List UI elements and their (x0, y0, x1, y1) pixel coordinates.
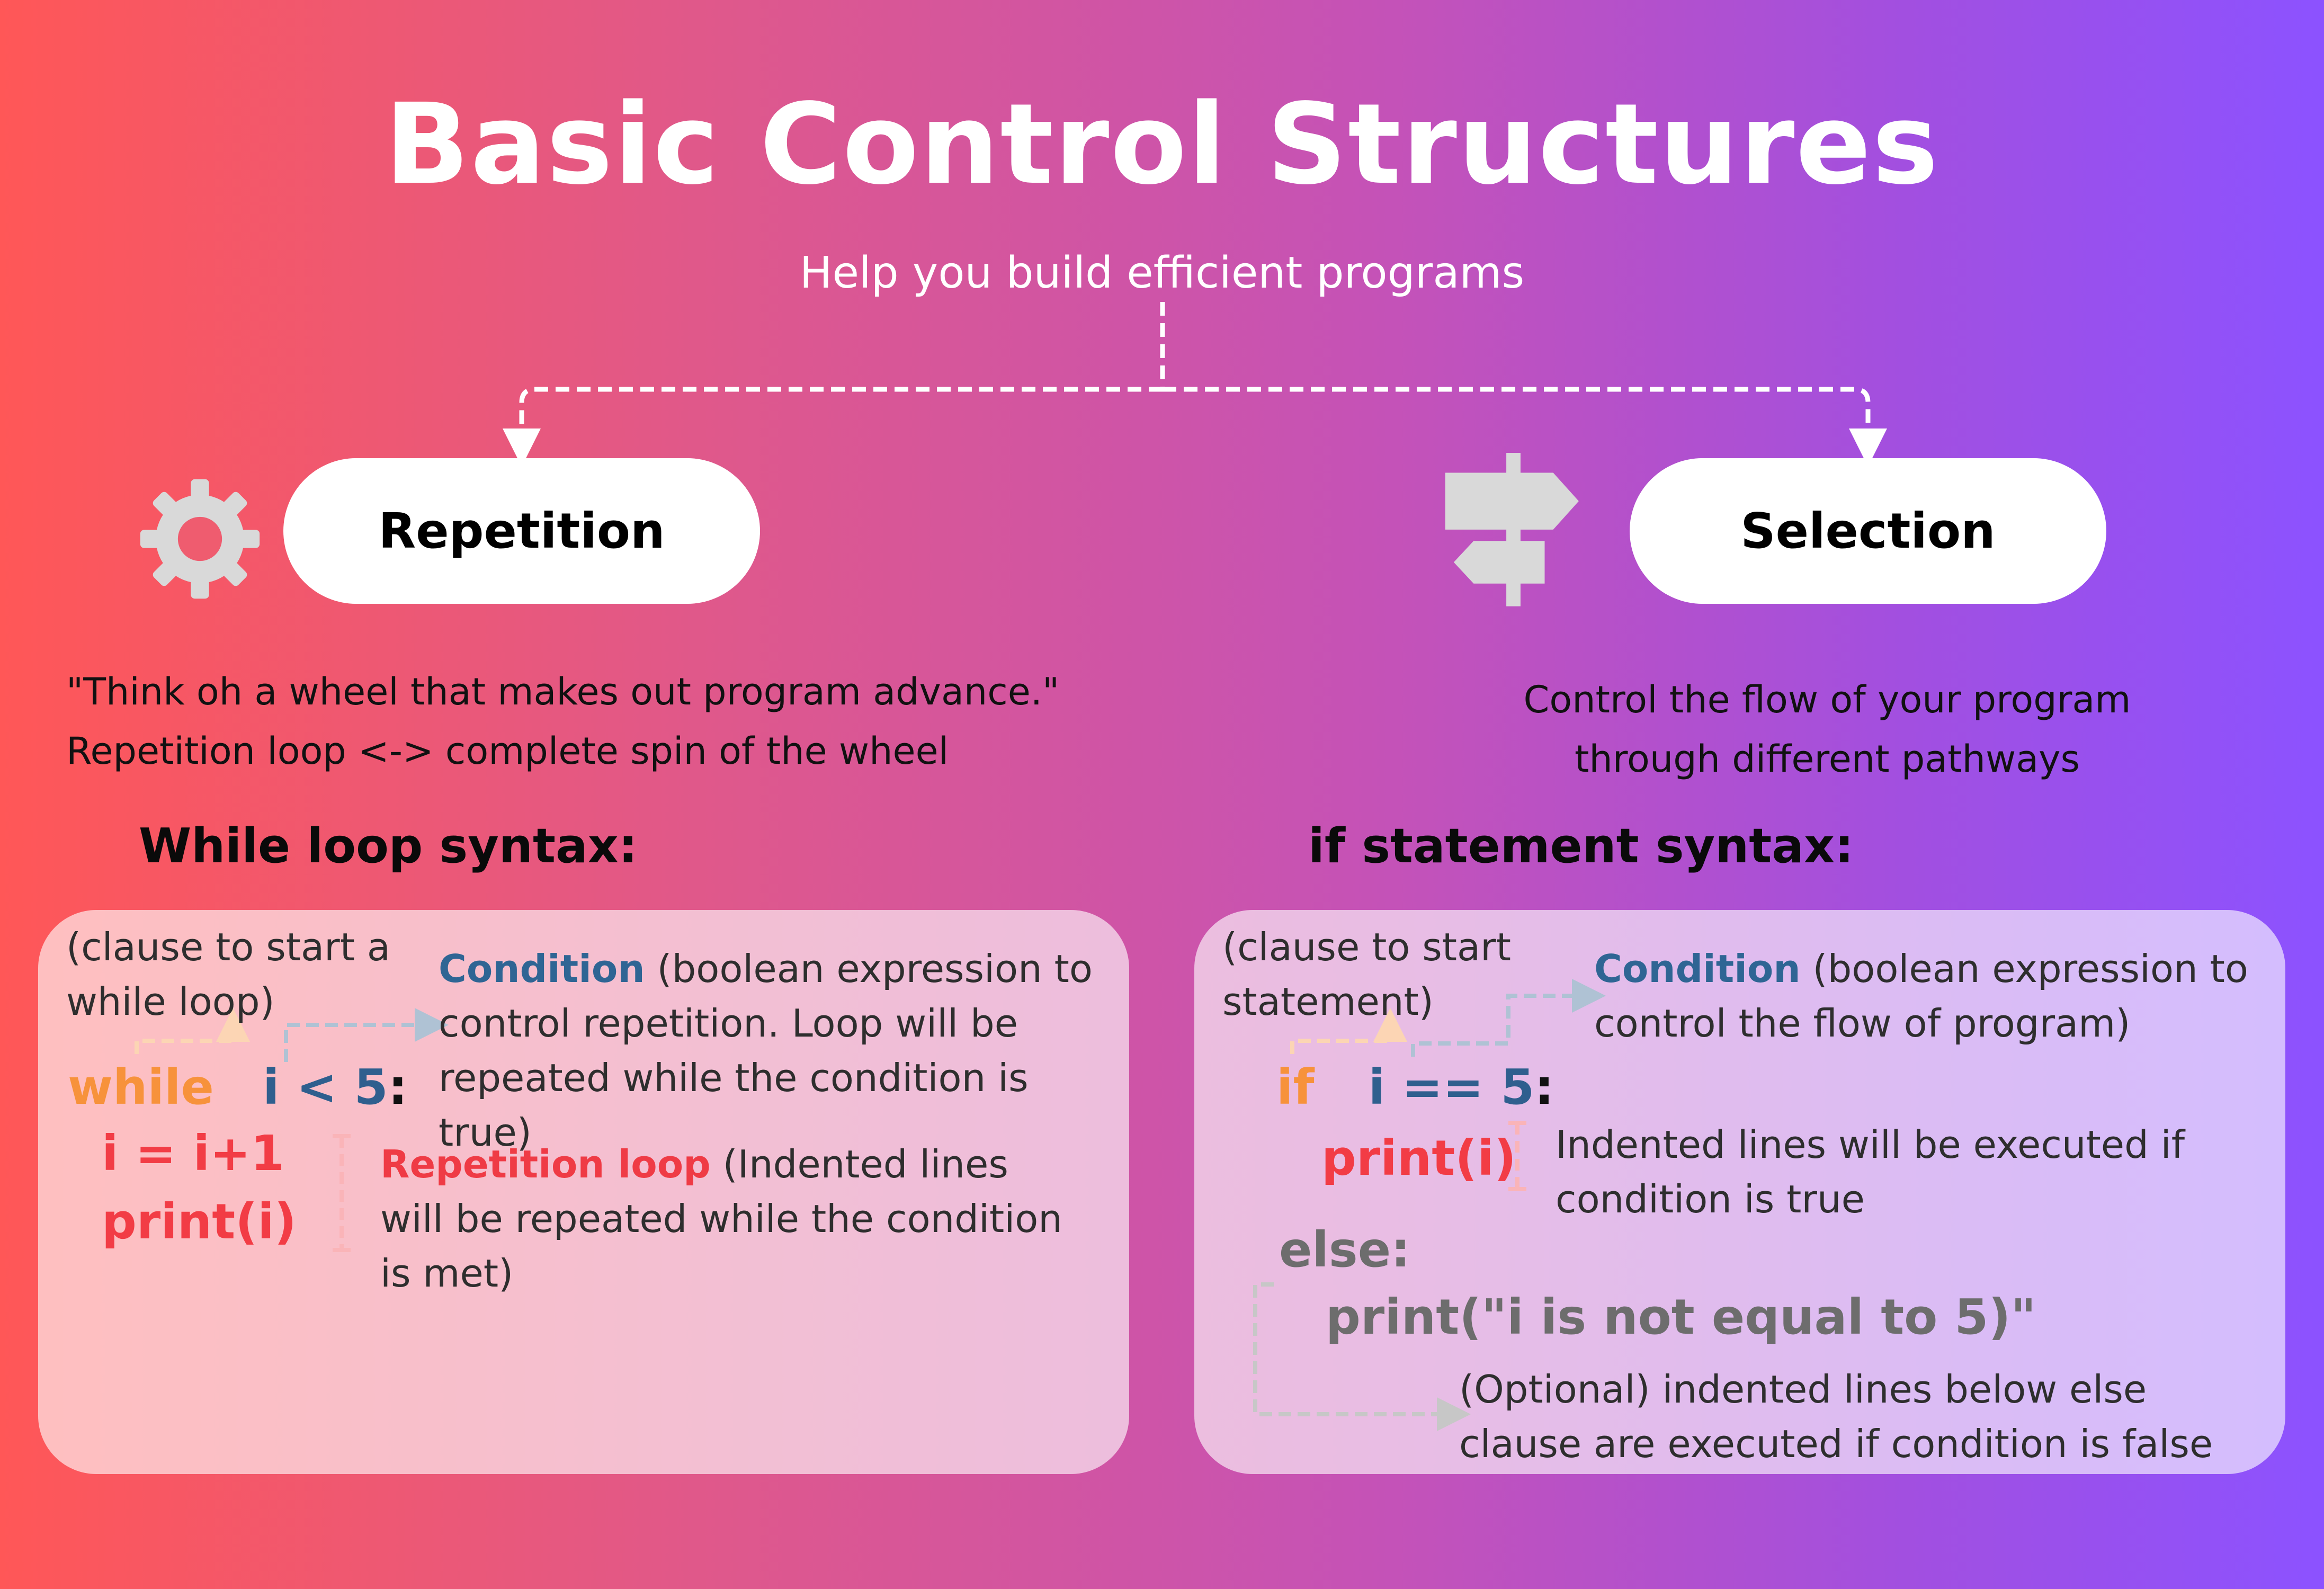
while-keyword: while (68, 1059, 214, 1115)
repetition-desc-line2: Repetition loop <-> complete spin of the… (66, 729, 949, 773)
if-code-print: print(i) (1321, 1130, 1516, 1186)
while-loop-label: Repetition loop (380, 1142, 711, 1186)
if-syntax-panel (1194, 910, 2285, 1474)
selection-label: Selection (1740, 503, 1996, 559)
if-section-title: if statement syntax: (1308, 818, 1854, 874)
if-keyword: if (1276, 1059, 1315, 1115)
repetition-pill: Repetition (283, 458, 760, 604)
while-clause-note: (clause to start a while loop) (66, 925, 390, 1024)
selection-description: Control the flow of your program through… (1456, 670, 2198, 789)
else-print: print("i is not equal to 5)" (1326, 1289, 2036, 1345)
if-true-note: Indented lines will be executed if condi… (1556, 1122, 2185, 1221)
else-note: (Optional) indented lines below else cla… (1459, 1367, 2213, 1466)
page-title: Basic Control Structures (385, 79, 1939, 209)
repetition-label: Repetition (378, 503, 665, 559)
if-clause-note: (clause to start statement) (1222, 925, 1511, 1024)
gear-icon (140, 479, 260, 599)
else-keyword: else: (1279, 1221, 1410, 1278)
repetition-desc-line1: "Think oh a wheel that makes out program… (66, 670, 1060, 713)
while-condition-text: (boolean expression to control repetitio… (439, 947, 1093, 1155)
signpost-icon (1445, 453, 1579, 606)
if-condition-text: (boolean expression to control the flow … (1594, 947, 2248, 1046)
while-code-line3: print(i) (102, 1193, 297, 1250)
if-condition-note: Condition (boolean expression to control… (1594, 942, 2267, 1051)
while-loop-text: (Indented lines will be repeated while t… (380, 1142, 1062, 1296)
if-condition-label: Condition (1594, 947, 1801, 991)
while-code-line2: i = i+1 (102, 1125, 285, 1182)
while-condition-label: Condition (439, 947, 645, 991)
if-code-line1: if i == 5: (1276, 1061, 1554, 1114)
while-section-title: While loop syntax: (139, 818, 638, 874)
while-syntax-panel (38, 910, 1129, 1474)
if-condition-code: i == 5 (1368, 1059, 1535, 1115)
while-loop-note: Repetition loop (Indented lines will be … (380, 1137, 1069, 1301)
while-code-line1: while i < 5: (68, 1061, 408, 1114)
tree-connector (503, 302, 1887, 467)
while-colon: : (388, 1059, 408, 1115)
while-condition-note: Condition (boolean expression to control… (439, 942, 1127, 1160)
selection-pill: Selection (1630, 458, 2106, 604)
if-colon: : (1534, 1059, 1554, 1115)
repetition-description: "Think oh a wheel that makes out program… (66, 662, 1205, 781)
selection-desc-line1: Control the flow of your program (1523, 678, 2131, 721)
page-subtitle: Help you build efficient programs (799, 248, 1525, 298)
selection-desc-line2: through different pathways (1574, 737, 2080, 781)
while-condition-code: i < 5 (263, 1059, 388, 1115)
